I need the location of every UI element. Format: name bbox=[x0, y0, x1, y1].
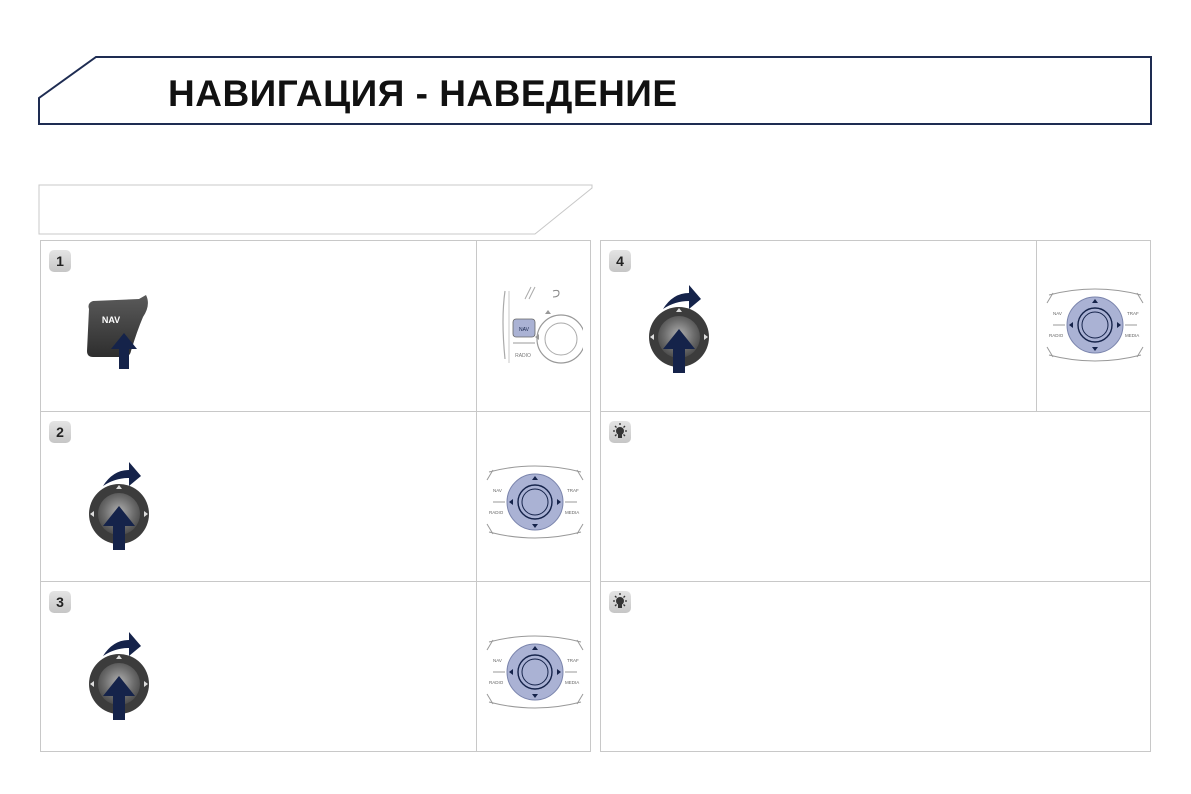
thumb-nav-label: NAV bbox=[519, 327, 530, 333]
thumb-media-label: MEDIA bbox=[1125, 333, 1139, 338]
title-banner bbox=[38, 56, 1152, 125]
step-4-cell: 4 bbox=[601, 241, 1150, 412]
thumb-radio-label: RADIO bbox=[1049, 333, 1064, 338]
rotate-arrow-icon bbox=[103, 632, 141, 656]
tip-badge bbox=[609, 421, 631, 443]
dashboard-nav-button-thumbnail: NAV RADIO bbox=[502, 286, 583, 364]
thumb-traf-label: TRAF bbox=[567, 488, 579, 493]
rotate-arrow-icon bbox=[663, 285, 701, 309]
step-number-badge: 1 bbox=[49, 250, 71, 272]
step-number-badge: 4 bbox=[609, 250, 631, 272]
press-arrow-icon bbox=[111, 333, 137, 369]
step-number-badge: 3 bbox=[49, 591, 71, 613]
thumb-nav-label: NAV bbox=[1053, 311, 1062, 316]
thumb-traf-label: TRAF bbox=[1127, 311, 1139, 316]
step-3-cell: 3 bbox=[41, 582, 590, 751]
nav-key-highlight bbox=[512, 318, 536, 338]
rotary-knob-press-illustration bbox=[649, 285, 709, 373]
tip-cell bbox=[601, 412, 1150, 582]
lightbulb-icon bbox=[613, 593, 627, 608]
rotary-controller-thumbnail: NAV RADIO TRAF MEDIA bbox=[486, 465, 584, 539]
thumb-media-label: MEDIA bbox=[565, 680, 579, 685]
thumb-traf-label: TRAF bbox=[567, 658, 579, 663]
press-arrow-icon bbox=[663, 329, 695, 373]
section-tab bbox=[38, 184, 593, 235]
thumb-nav-label: NAV bbox=[493, 658, 502, 663]
rotary-knob-press-illustration bbox=[89, 462, 149, 550]
rotary-controller-thumbnail: NAV RADIO TRAF MEDIA bbox=[486, 635, 584, 709]
press-arrow-icon bbox=[103, 506, 135, 550]
nav-button-label: NAV bbox=[102, 315, 120, 325]
step-2-cell: 2 bbox=[41, 412, 590, 582]
press-arrow-icon bbox=[103, 676, 135, 720]
thumb-nav-label: NAV bbox=[493, 488, 502, 493]
step-2-thumbnail: NAV RADIO TRAF MEDIA bbox=[476, 412, 590, 582]
page-title: НАВИГАЦИЯ - НАВЕДЕНИЕ bbox=[168, 73, 678, 114]
step-4-thumbnail: NAV RADIO TRAF MEDIA bbox=[1036, 241, 1150, 411]
tip-cell bbox=[601, 582, 1150, 751]
step-1-cell: 1 NAV NAV RADIO bbox=[41, 241, 590, 412]
rotary-controller-thumbnail: NAV RADIO TRAF MEDIA bbox=[1046, 288, 1144, 362]
rotate-arrow-icon bbox=[103, 462, 141, 486]
thumb-media-label: MEDIA bbox=[565, 510, 579, 515]
tip-badge bbox=[609, 591, 631, 613]
thumb-radio-label: RADIO bbox=[489, 510, 504, 515]
thumb-radio-label: RADIO bbox=[515, 353, 531, 359]
thumb-radio-label: RADIO bbox=[489, 680, 504, 685]
step-3-thumbnail: NAV RADIO TRAF MEDIA bbox=[476, 582, 590, 751]
lightbulb-icon bbox=[613, 423, 627, 438]
step-number-badge: 2 bbox=[49, 421, 71, 443]
rotary-knob-press-illustration bbox=[89, 632, 149, 720]
step-1-thumbnail: NAV RADIO bbox=[476, 241, 590, 411]
right-steps-panel: 4 bbox=[600, 240, 1151, 752]
nav-button-press-illustration: NAV bbox=[87, 295, 148, 369]
left-steps-panel: 1 NAV NAV RADIO 2 bbox=[40, 240, 591, 752]
